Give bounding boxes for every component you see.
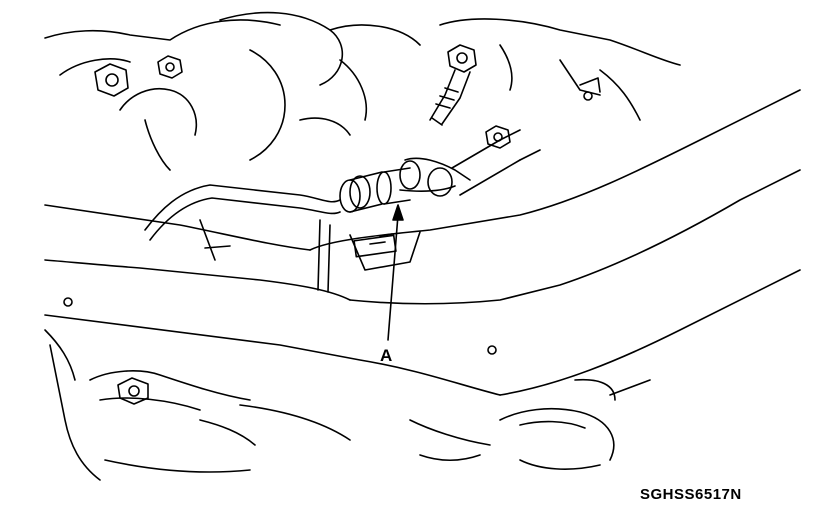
- hose-connector: [339, 167, 411, 213]
- pipe-left: [144, 184, 341, 241]
- upper-engine-block: [44, 11, 681, 171]
- bolt-left: [94, 63, 129, 97]
- hose-right: [399, 129, 541, 197]
- lower-right-assembly: [409, 378, 651, 470]
- lower-left-assembly: [44, 329, 351, 481]
- callout-label-a: A: [380, 346, 393, 365]
- figure-code: SGHSS6517N: [640, 486, 742, 503]
- bolt-upper-right: [429, 44, 477, 126]
- bolt-upper-left: [157, 55, 183, 79]
- crossmember: [44, 89, 801, 396]
- mounting-holes: [63, 77, 601, 355]
- callout-leader: [387, 204, 404, 341]
